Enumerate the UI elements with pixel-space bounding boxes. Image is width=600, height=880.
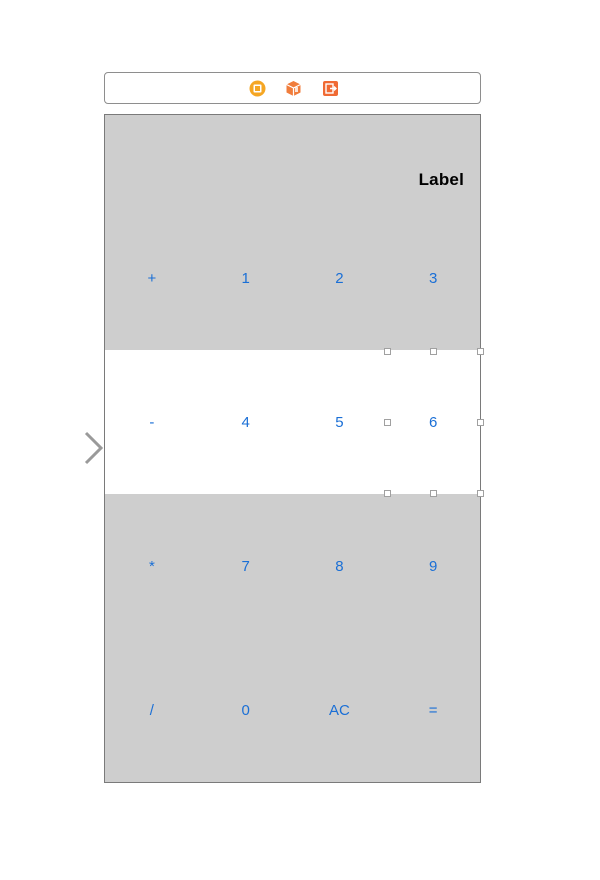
digit-5-button[interactable]: 5 xyxy=(335,413,344,431)
scene-dock xyxy=(104,72,481,104)
selection-handle-top-right[interactable] xyxy=(477,348,484,355)
digit-9-button[interactable]: 9 xyxy=(428,557,438,575)
selection-handle-right[interactable] xyxy=(477,419,484,426)
digit-3-button[interactable]: 3 xyxy=(428,270,438,287)
selection-handle-bottom-left[interactable] xyxy=(384,490,391,497)
multiply-button[interactable]: * xyxy=(148,557,155,575)
first-responder-icon[interactable] xyxy=(285,80,302,97)
selection-handle-top-left[interactable] xyxy=(384,348,391,355)
plus-button[interactable]: + xyxy=(147,270,157,287)
entry-arrow-icon[interactable] xyxy=(4,431,106,465)
digit-1-button[interactable]: 1 xyxy=(241,270,250,287)
button-row-1[interactable]: + 1 2 3 xyxy=(105,207,480,350)
selection-handle-left[interactable] xyxy=(384,419,391,426)
digit-0-button[interactable]: 0 xyxy=(241,701,250,719)
calculator-view: Label + 1 2 3 - 4 5 6 * 7 8 9 / 0 AC = xyxy=(104,114,484,783)
minus-button[interactable]: - xyxy=(149,413,155,431)
button-row-3[interactable]: * 7 8 9 xyxy=(105,494,480,638)
button-row-4[interactable]: / 0 AC = xyxy=(105,638,480,782)
clear-button[interactable]: AC xyxy=(328,701,350,719)
selection-handle-bottom-right[interactable] xyxy=(477,490,484,497)
equals-button[interactable]: = xyxy=(428,701,438,719)
digit-6-button[interactable]: 6 xyxy=(428,413,438,431)
result-label[interactable]: Label xyxy=(418,170,464,189)
digit-4-button[interactable]: 4 xyxy=(241,413,250,431)
selection-handle-bottom[interactable] xyxy=(430,490,437,497)
exit-icon[interactable] xyxy=(322,80,339,97)
digit-2-button[interactable]: 2 xyxy=(335,270,344,287)
divide-button[interactable]: / xyxy=(149,701,154,719)
selection-handle-top[interactable] xyxy=(430,348,437,355)
digit-8-button[interactable]: 8 xyxy=(335,557,344,575)
button-row-2[interactable]: - 4 5 6 xyxy=(105,350,480,494)
digit-7-button[interactable]: 7 xyxy=(241,557,250,575)
view-controller-icon[interactable] xyxy=(249,80,266,97)
